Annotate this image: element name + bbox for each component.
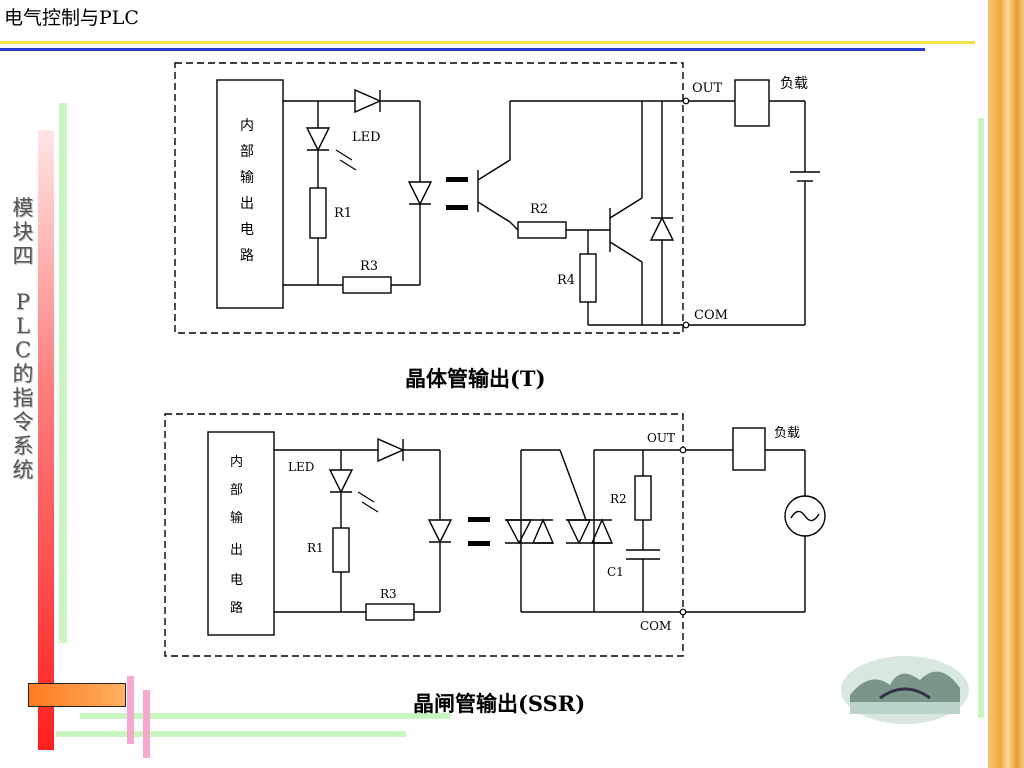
block1-char: 部 (240, 144, 254, 160)
vtitle-char: 指 (12, 386, 34, 410)
load-label: 负载 (780, 76, 808, 92)
vtitle-char: 四 (12, 244, 34, 268)
deco-red-vertical (38, 130, 54, 750)
block1-char: 输 (240, 170, 254, 186)
block2-char: 电 (230, 573, 243, 588)
block2-char: 出 (230, 543, 243, 558)
load-label: 负载 (774, 426, 800, 441)
block1-char: 出 (240, 196, 254, 212)
vtitle-char: 块 (12, 220, 34, 244)
led-label: LED (288, 460, 314, 474)
vtitle-char: C (14, 338, 32, 362)
deco-orange-block (28, 683, 126, 707)
vtitle-char: 模 (12, 196, 34, 220)
header-rule-yellow (0, 41, 975, 44)
block2-char: 部 (230, 483, 243, 498)
block2-char: 输 (230, 510, 243, 526)
com-label: COM (640, 619, 671, 633)
out-label: OUT (647, 431, 675, 445)
block2-char: 路 (230, 600, 243, 616)
block2-char: 内 (230, 454, 243, 470)
page-title: 电气控制与PLC (4, 7, 139, 29)
deco-pink-vertical-1 (127, 676, 134, 744)
r1-label: R1 (307, 541, 324, 555)
landscape-painting-icon (841, 656, 969, 724)
header-rule-blue (0, 48, 925, 51)
module-vertical-title: 模 块 四 P L C 的 指 令 系 统 (10, 196, 36, 482)
led-label: LED (352, 130, 381, 145)
block1-char: 电 (240, 222, 254, 238)
vtitle-char: 系 (12, 434, 34, 458)
r4-label: R4 (557, 273, 575, 288)
deco-pink-vertical-2 (143, 690, 150, 758)
deco-green-horizontal-1 (80, 713, 450, 719)
out-label: OUT (692, 81, 723, 96)
vtitle-char: 令 (12, 410, 34, 434)
transistor-output-caption: 晶体管输出(T) (405, 366, 546, 391)
vtitle-char: 统 (12, 458, 34, 482)
r3-label: R3 (360, 259, 378, 274)
c1-label: C1 (607, 565, 624, 579)
block1-char: 内 (240, 118, 254, 134)
ssr-output-caption: 晶闸管输出(SSR) (413, 691, 586, 716)
deco-green-horizontal-2 (56, 731, 406, 737)
vtitle-char: P (15, 290, 31, 314)
deco-green-vertical-left (59, 103, 67, 643)
decorative-right-band (988, 0, 1024, 768)
r3-label: R3 (380, 587, 397, 601)
vtitle-char: 的 (12, 362, 34, 386)
r1-label: R1 (334, 206, 352, 221)
deco-green-vertical-right (978, 118, 984, 718)
vtitle-char: L (16, 314, 30, 338)
r2-label: R2 (610, 492, 627, 506)
r2-label: R2 (530, 202, 548, 217)
com-label: COM (694, 308, 728, 323)
block1-char: 路 (240, 248, 254, 264)
